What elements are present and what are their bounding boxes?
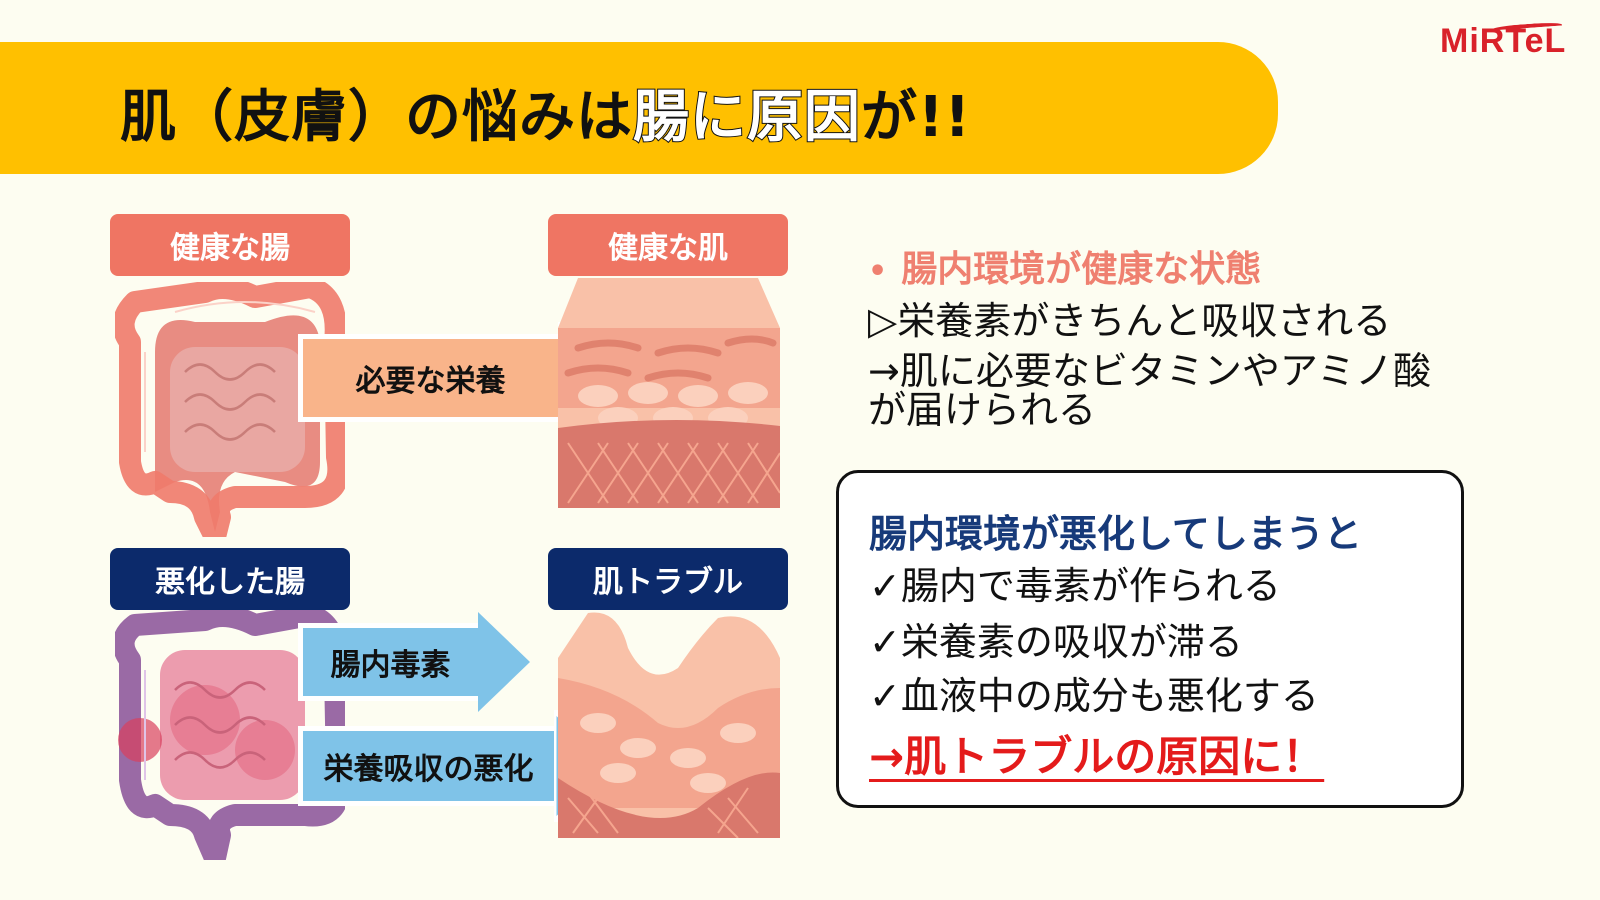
healthy-line-1: ▷栄養素がきちんと吸収される bbox=[868, 299, 1392, 343]
warning-card: 腸内環境が悪化してしまうと ✓腸内で毒素が作られる ✓栄養素の吸収が滞る ✓血液… bbox=[836, 470, 1464, 808]
healthy-heading: • 腸内環境が健康な状態 bbox=[868, 240, 1488, 292]
label-text: 肌トラブル bbox=[593, 565, 743, 600]
arrow-shaft: 必要な栄養 bbox=[298, 334, 558, 422]
arrow-shaft: 栄養吸収の悪化 bbox=[298, 726, 554, 806]
card-title: 腸内環境が悪化してしまうと bbox=[869, 512, 1362, 556]
logo-text: MiRTeL bbox=[1440, 22, 1567, 60]
title-highlight: 腸に原因 bbox=[632, 84, 861, 151]
arrow-poor-absorption: 栄養吸収の悪化 bbox=[298, 710, 614, 822]
healthy-skin-icon bbox=[558, 278, 780, 508]
card-item: ✓腸内で毒素が作られる bbox=[869, 564, 1281, 608]
card-result: →肌トラブルの原因に！ bbox=[869, 732, 1325, 781]
bullet-heading-text: 腸内環境が健康な状態 bbox=[901, 249, 1262, 290]
healthy-intestine-icon bbox=[115, 282, 345, 537]
arrow-gut-toxins: 腸内毒素 bbox=[298, 612, 534, 712]
damaged-skin-icon bbox=[558, 612, 780, 838]
right-column: • 腸内環境が健康な状態 ▷栄養素がきちんと吸収される →肌に必要なビタミンやアミ… bbox=[868, 240, 1488, 431]
title-part2: が!! bbox=[861, 85, 972, 150]
card-item: ✓血液中の成分も悪化する bbox=[869, 674, 1319, 718]
label-healthy-skin: 健康な肌 bbox=[548, 214, 788, 276]
label-skin-trouble: 肌トラブル bbox=[548, 548, 788, 610]
arrow-label: 腸内毒素 bbox=[330, 648, 451, 683]
page-title: 肌（皮膚）の悩みは腸に原因が!! bbox=[120, 72, 971, 153]
label-healthy-gut: 健康な腸 bbox=[110, 214, 350, 276]
label-text: 健康な腸 bbox=[170, 231, 290, 266]
arrow-label: 栄養吸収の悪化 bbox=[323, 752, 534, 787]
label-text: 悪化した腸 bbox=[155, 565, 305, 600]
arrow-shaft: 腸内毒素 bbox=[298, 623, 478, 701]
card-item: ✓栄養素の吸収が滞る bbox=[869, 620, 1243, 664]
arrow-label: 必要な栄養 bbox=[355, 364, 506, 399]
brand-logo: MiRTeL bbox=[1440, 21, 1567, 61]
arrow-head-icon bbox=[478, 612, 530, 712]
title-part1: 肌（皮膚）の悩みは bbox=[120, 85, 633, 150]
healthy-line-3: が届けられる bbox=[868, 388, 1097, 433]
label-bad-gut: 悪化した腸 bbox=[110, 548, 350, 610]
bullet-dot-icon: • bbox=[868, 254, 888, 289]
title-banner bbox=[0, 42, 1278, 174]
label-text: 健康な肌 bbox=[608, 231, 728, 266]
healthy-line-2: →肌に必要なビタミンやアミノ酸 bbox=[868, 348, 1432, 393]
